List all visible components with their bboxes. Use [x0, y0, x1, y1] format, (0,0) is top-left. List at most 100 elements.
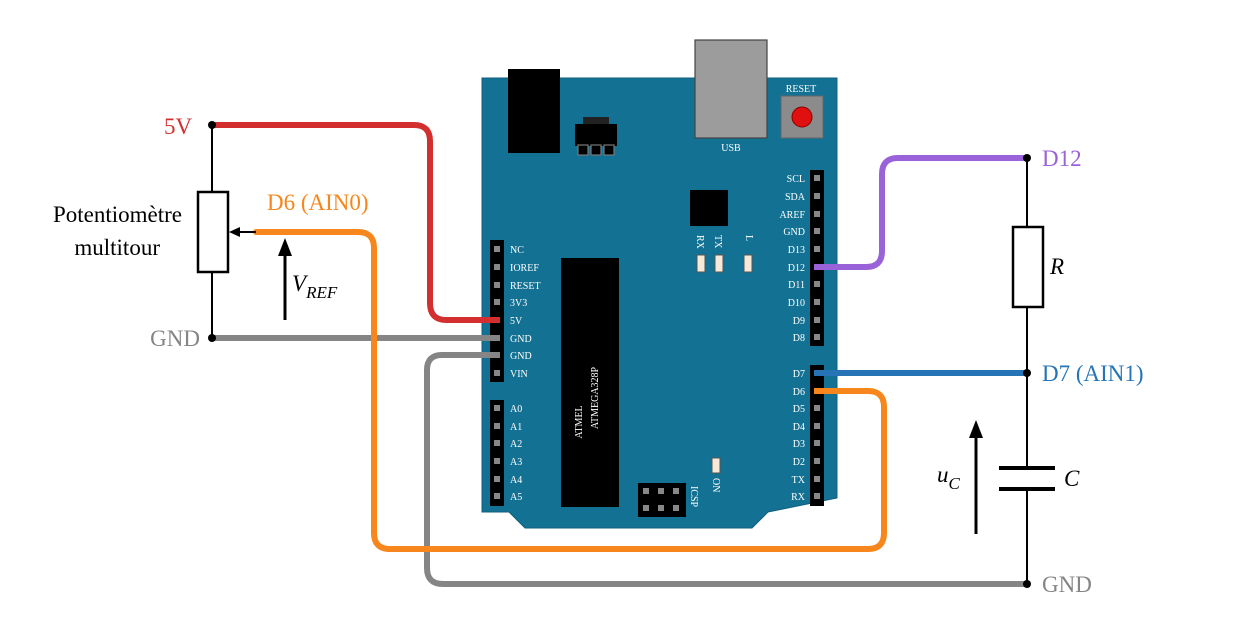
pin-a5: [494, 493, 500, 499]
pin-a2: [494, 440, 500, 446]
node-gnd-left: [208, 334, 216, 342]
pin-a4: [494, 476, 500, 482]
pin-rx: [814, 493, 820, 499]
pin-gnd-3: [814, 228, 820, 234]
label-r: R: [1049, 254, 1064, 279]
pin-label-5v: 5V: [510, 316, 523, 327]
label-uc-sub: C: [949, 474, 961, 493]
wire-d12: [814, 155, 1030, 270]
pin-d11: [814, 281, 820, 287]
led-l: [743, 254, 753, 273]
led-rx: [696, 254, 706, 273]
pin-label-gnd-1: GND: [510, 334, 532, 345]
pin-label-sda: SDA: [785, 192, 806, 203]
pin-label-a5: A5: [510, 492, 522, 503]
pin-d5: [814, 405, 820, 411]
pin-label-d6: D6: [793, 387, 805, 398]
label-vref-main: V: [292, 271, 309, 296]
led-group: RX TX L ON: [694, 235, 754, 492]
pin-label-d3: D3: [793, 439, 805, 450]
pin-3v3: [494, 299, 500, 305]
pin-label-d5: D5: [793, 404, 805, 415]
wire-d6-ain0: [253, 229, 887, 552]
right-header-bottom: [810, 365, 824, 506]
usb-interface-chip: [690, 190, 728, 226]
right-circuit: D12 R D7 (AIN1) C uC GND: [937, 146, 1144, 597]
pin-d10: [814, 299, 820, 305]
pin-nc: [494, 246, 500, 252]
pin-d9: [814, 317, 820, 323]
icsp-label: ICSP: [688, 486, 699, 508]
pin-label-d11: D11: [788, 280, 805, 291]
label-gnd-left: GND: [150, 326, 200, 351]
node-5v: [208, 121, 216, 129]
label-5v: 5V: [164, 114, 193, 139]
pin-d3: [814, 440, 820, 446]
pin-label-3v3: 3V3: [510, 298, 527, 309]
label-uc: uC: [937, 462, 961, 493]
left-header-bottom-pins: [494, 405, 500, 499]
led-tx: [714, 254, 724, 273]
chip-label-line2: ATMEGA328P: [590, 366, 601, 429]
voltage-regulator: [575, 117, 617, 156]
label-c: C: [1064, 466, 1080, 491]
pin-label-gnd-3: GND: [783, 227, 805, 238]
pin-a0: [494, 405, 500, 411]
left-circuit: 5V GND Potentiomètre multitour D6 (AIN0)…: [53, 114, 369, 351]
led-l-label: L: [743, 235, 754, 241]
arduino-board: USB RESET RX TX L ON ATMEL ATMEGA328P: [481, 39, 838, 529]
label-potentiometer-line2: multitour: [74, 235, 160, 260]
pin-ioref: [494, 264, 500, 270]
pin-tx: [814, 476, 820, 482]
reset-label: RESET: [786, 84, 817, 95]
usb-label: USB: [721, 143, 741, 154]
potentiometer-symbol: [196, 190, 230, 274]
node-d12: [1023, 154, 1031, 162]
pin-label-d12: D12: [788, 263, 805, 274]
pin-label-d13: D13: [788, 245, 805, 256]
led-on: [711, 457, 721, 474]
led-rx-label: RX: [694, 235, 705, 250]
pin-label-scl: SCL: [787, 174, 805, 185]
wire-gnd-cap: [424, 352, 1030, 587]
vref-arrowhead: [278, 238, 292, 256]
label-gnd-right: GND: [1042, 572, 1092, 597]
pin-vin: [494, 370, 500, 376]
pin-label-rx: RX: [791, 492, 806, 503]
node-gnd-right: [1023, 580, 1031, 588]
pin-d8: [814, 334, 820, 340]
pin-label-d8: D8: [793, 333, 805, 344]
pin-d4: [814, 423, 820, 429]
resistor-symbol: [1011, 225, 1045, 309]
label-potentiometer-line1: Potentiomètre: [53, 202, 182, 227]
power-jack: [508, 69, 560, 153]
label-uc-main: u: [937, 462, 949, 487]
pin-label-a0: A0: [510, 404, 522, 415]
pin-label-ioref: IOREF: [510, 263, 539, 274]
pin-a3: [494, 458, 500, 464]
label-d7-ain1: D7 (AIN1): [1042, 361, 1144, 386]
led-tx-label: TX: [712, 235, 723, 249]
usb-connector: [694, 39, 768, 139]
pin-aref: [814, 211, 820, 217]
pin-label-aref: AREF: [779, 210, 805, 221]
wires: [209, 122, 1030, 587]
pin-label-a3: A3: [510, 457, 522, 468]
pin-reset: [494, 282, 500, 288]
uc-arrowhead: [969, 420, 983, 438]
node-d7: [1023, 369, 1031, 377]
pot-wiper-arrowhead: [229, 227, 240, 237]
pin-d2: [814, 458, 820, 464]
pin-sda: [814, 193, 820, 199]
pin-label-a4: A4: [510, 475, 522, 486]
chip-label-line1: ATMEL: [574, 405, 585, 438]
label-d6-ain0: D6 (AIN0): [267, 190, 369, 215]
wire-5v: [209, 122, 500, 323]
led-on-label: ON: [710, 478, 721, 492]
pin-label-d4: D4: [793, 422, 805, 433]
left-header-bottom: [490, 400, 504, 506]
pin-label-d9: D9: [793, 316, 805, 327]
pin-label-d2: D2: [793, 457, 805, 468]
pin-a1: [494, 423, 500, 429]
